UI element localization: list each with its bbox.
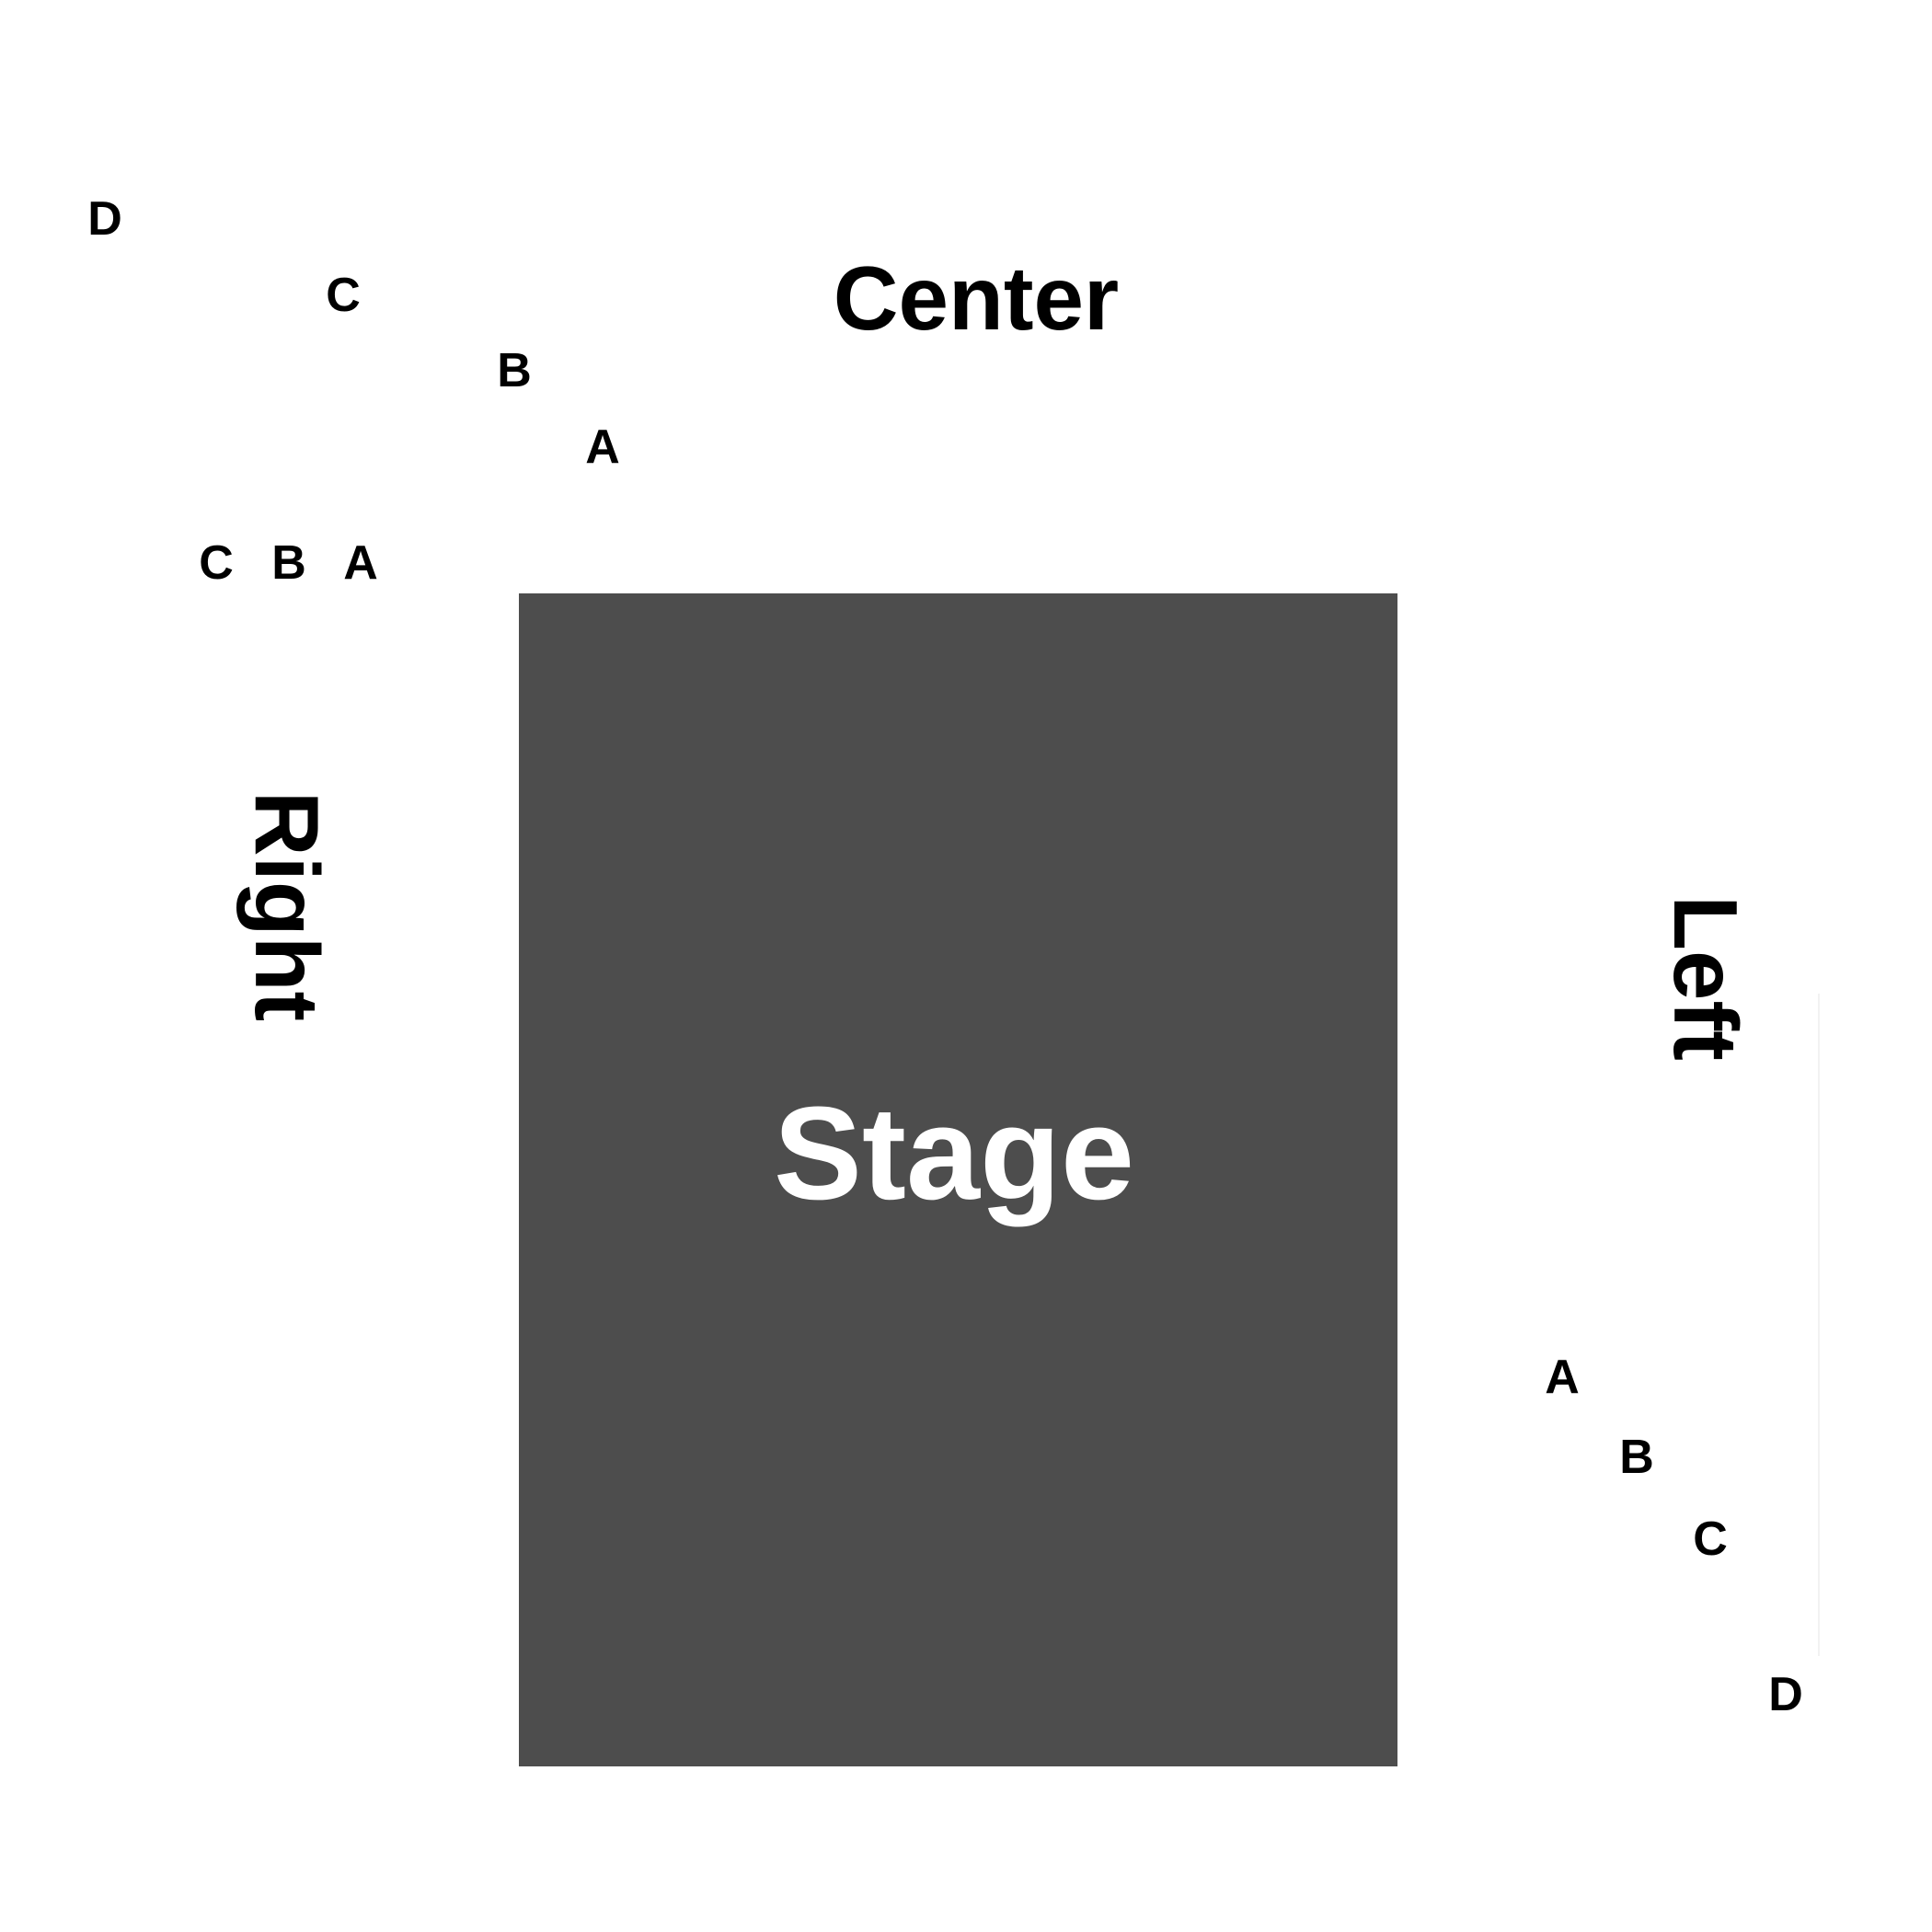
center-row-c: C: [326, 269, 361, 322]
section-left: Left A B C D: [1545, 895, 1803, 1721]
center-row-d: D: [87, 192, 122, 246]
stage-area: [519, 593, 1397, 1766]
stage-label: Stage: [774, 1079, 1134, 1227]
section-center: Center D C B A: [87, 192, 1119, 474]
left-row-b: B: [1619, 1431, 1654, 1484]
section-label-left: Left: [1655, 895, 1756, 1061]
center-row-a: A: [585, 420, 620, 474]
section-label-center: Center: [834, 247, 1119, 349]
right-row-a: A: [343, 536, 378, 590]
stage: Stage: [519, 593, 1397, 1766]
section-label-right: Right: [236, 791, 338, 1021]
right-row-b: B: [271, 536, 306, 590]
center-row-b: B: [497, 344, 532, 397]
left-row-c: C: [1693, 1512, 1728, 1566]
right-row-c: C: [199, 536, 234, 590]
section-right: Right C B A: [199, 536, 378, 1021]
left-row-a: A: [1545, 1351, 1580, 1404]
left-row-d: D: [1768, 1668, 1803, 1721]
